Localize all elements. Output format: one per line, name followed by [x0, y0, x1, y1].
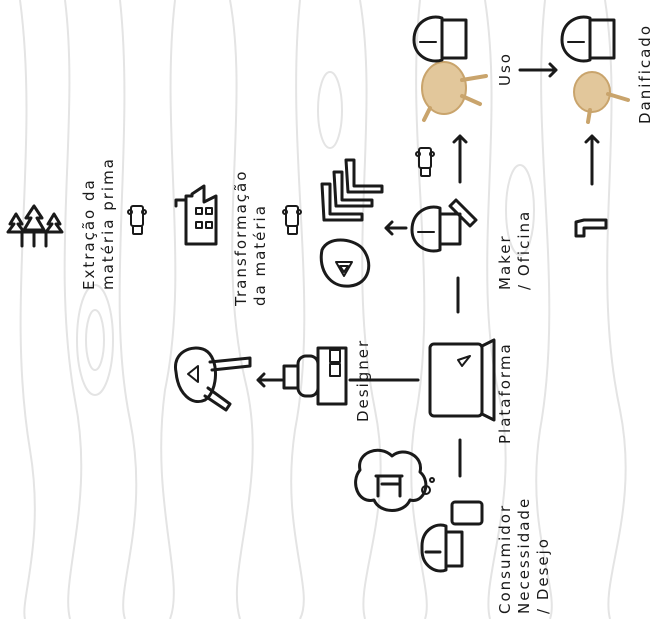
label-maker: Maker / Oficina — [496, 209, 533, 290]
truck-icon — [127, 205, 147, 235]
seat-icon — [319, 238, 371, 288]
broken-part-icon — [574, 218, 608, 238]
label-consumidor: Consumidor Necessidade / Desejo — [496, 496, 552, 614]
damaged-stool-icon — [573, 71, 630, 124]
user-avatar-icon — [560, 15, 616, 63]
tree-icon — [6, 204, 64, 248]
wooden-stool-icon — [421, 61, 488, 122]
maker-avatar-icon — [410, 198, 478, 253]
label-designer: Designer — [354, 338, 372, 422]
user-avatar-icon — [412, 15, 468, 63]
connector-lines — [256, 62, 600, 478]
truck-icon — [415, 147, 435, 177]
label-transformacao: Transformação da matéria — [232, 169, 269, 306]
stool-sketch-icon — [174, 346, 252, 412]
label-plataforma: Plataforma — [496, 342, 514, 444]
label-uso: Uso — [496, 52, 514, 86]
consumer-avatar-icon — [420, 500, 484, 573]
thought-bubble-icon — [354, 448, 435, 512]
label-extracao: Extração da matéria prima — [80, 157, 117, 290]
laptop-icon — [428, 338, 496, 422]
truck-icon — [282, 205, 302, 235]
factory-icon — [174, 184, 218, 246]
label-danificado: Danificado — [636, 23, 654, 124]
designer-avatar-icon — [282, 346, 348, 406]
chairs-icon — [320, 158, 384, 222]
